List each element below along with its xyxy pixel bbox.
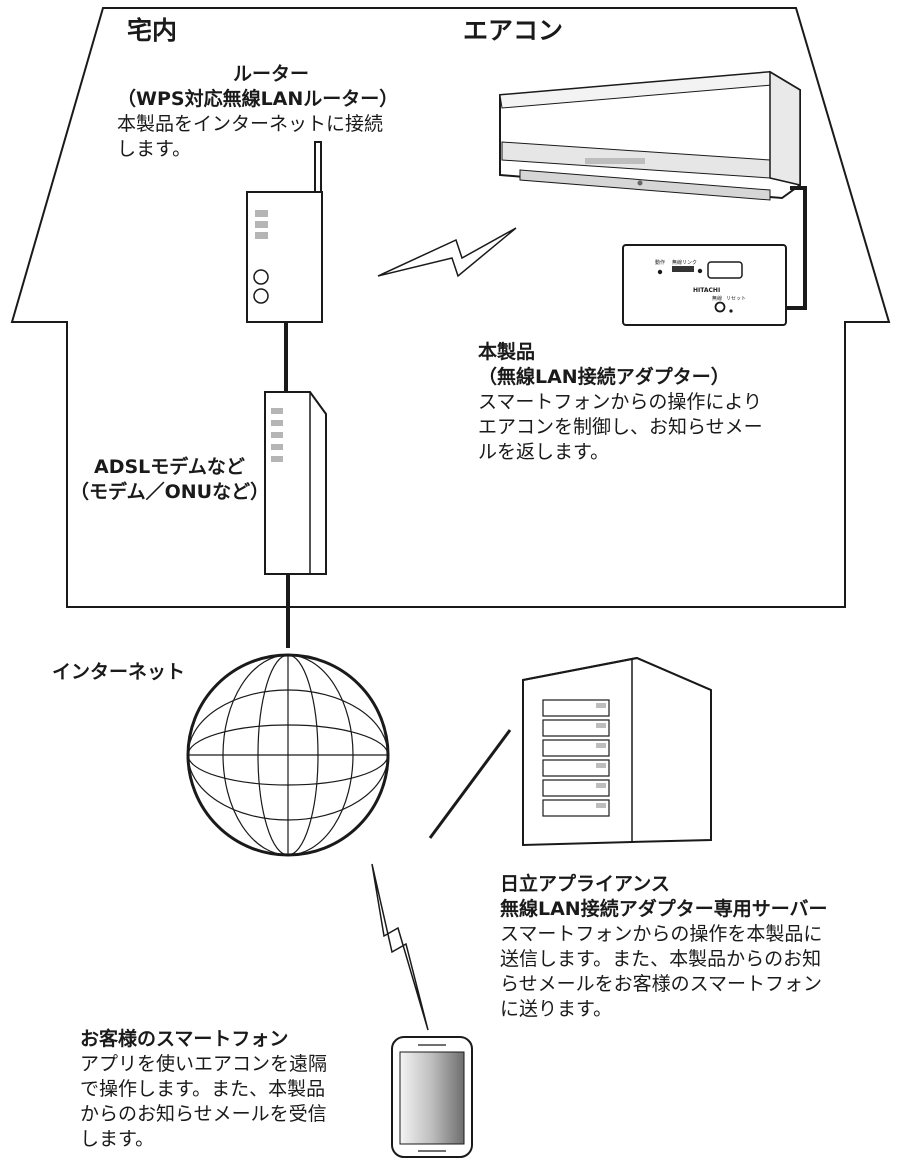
server-description: 日立アプライアンス 無線LAN接続アダプター専用サーバー スマートフォンからの操…	[500, 872, 828, 1022]
adapter-desc-line: エアコンを制御し、お知らせメー	[478, 416, 763, 438]
smartphone-desc-line: アプリを使いエアコンを遠隔	[80, 1053, 328, 1075]
smartphone-title: お客様のスマートフォン	[80, 1028, 289, 1050]
adapter-description: 本製品 （無線LAN接続アダプター） スマートフォンからの操作により エアコンを…	[478, 340, 763, 465]
router-title: ルーター	[233, 63, 310, 85]
adapter-label-reset: リセット	[726, 296, 746, 302]
internet-globe-icon	[186, 653, 390, 857]
modem-icon	[264, 391, 327, 575]
smartphone-description: お客様のスマートフォン アプリを使いエアコンを遠隔 で操作します。また、本製品 …	[80, 1027, 327, 1152]
router-desc-line: 本製品をインターネットに接続	[117, 113, 384, 135]
smartphone-desc-line: からのお知らせメールを受信	[80, 1103, 327, 1125]
adapter-brand: HITACHI	[693, 287, 720, 294]
house-outline	[10, 7, 891, 608]
server-desc-line: スマートフォンからの操作を本製品に	[500, 923, 823, 945]
server-desc-line: らせメールをお客様のスマートフォン	[500, 973, 823, 995]
smartphone-desc-line: します。	[80, 1128, 155, 1150]
modem-description: ADSLモデムなど （モデム／ONUなど）	[70, 455, 269, 505]
server-title: 日立アプライアンス	[500, 873, 670, 895]
server-desc-line: 送信します。また、本製品からのお知	[500, 948, 822, 970]
adapter-desc-line: スマートフォンからの操作により	[478, 391, 763, 413]
router-subtitle: （WPS対応無線LANルーター）	[117, 88, 399, 110]
router-icon	[246, 141, 323, 323]
internet-server-line	[428, 729, 512, 839]
server-desc-line: に送ります。	[500, 998, 613, 1020]
air-conditioner-icon	[499, 70, 801, 201]
smartphone-icon	[391, 1036, 473, 1158]
modem-title: ADSLモデムなど	[94, 456, 245, 478]
modem-subtitle: （モデム／ONUなど）	[70, 481, 270, 503]
adapter-label-operation: 動作	[655, 259, 665, 266]
adapter-label-wireless: 無線	[712, 295, 722, 302]
adapter-label-wireless-link: 無線リンク	[672, 259, 697, 266]
wireless-signal-smartphone	[371, 863, 429, 1031]
adapter-device	[622, 244, 787, 326]
server-subtitle: 無線LAN接続アダプター専用サーバー	[500, 898, 828, 920]
router-desc-line: します。	[117, 138, 192, 160]
aircon-label: エアコン	[463, 16, 564, 45]
server-icon	[522, 656, 712, 847]
adapter-cable	[786, 186, 807, 310]
adapter-desc-line: ルを返します。	[478, 441, 610, 463]
house-area-label: 宅内	[127, 16, 178, 45]
router-description: ルーター （WPS対応無線LANルーター） 本製品をインターネットに接続 します…	[117, 62, 398, 162]
internet-label: インターネット	[52, 661, 186, 683]
wireless-signal-router	[377, 227, 517, 278]
adapter-title: 本製品	[478, 341, 536, 363]
smartphone-desc-line: で操作します。また、本製品	[80, 1078, 326, 1100]
adapter-subtitle: （無線LAN接続アダプター）	[478, 366, 730, 388]
